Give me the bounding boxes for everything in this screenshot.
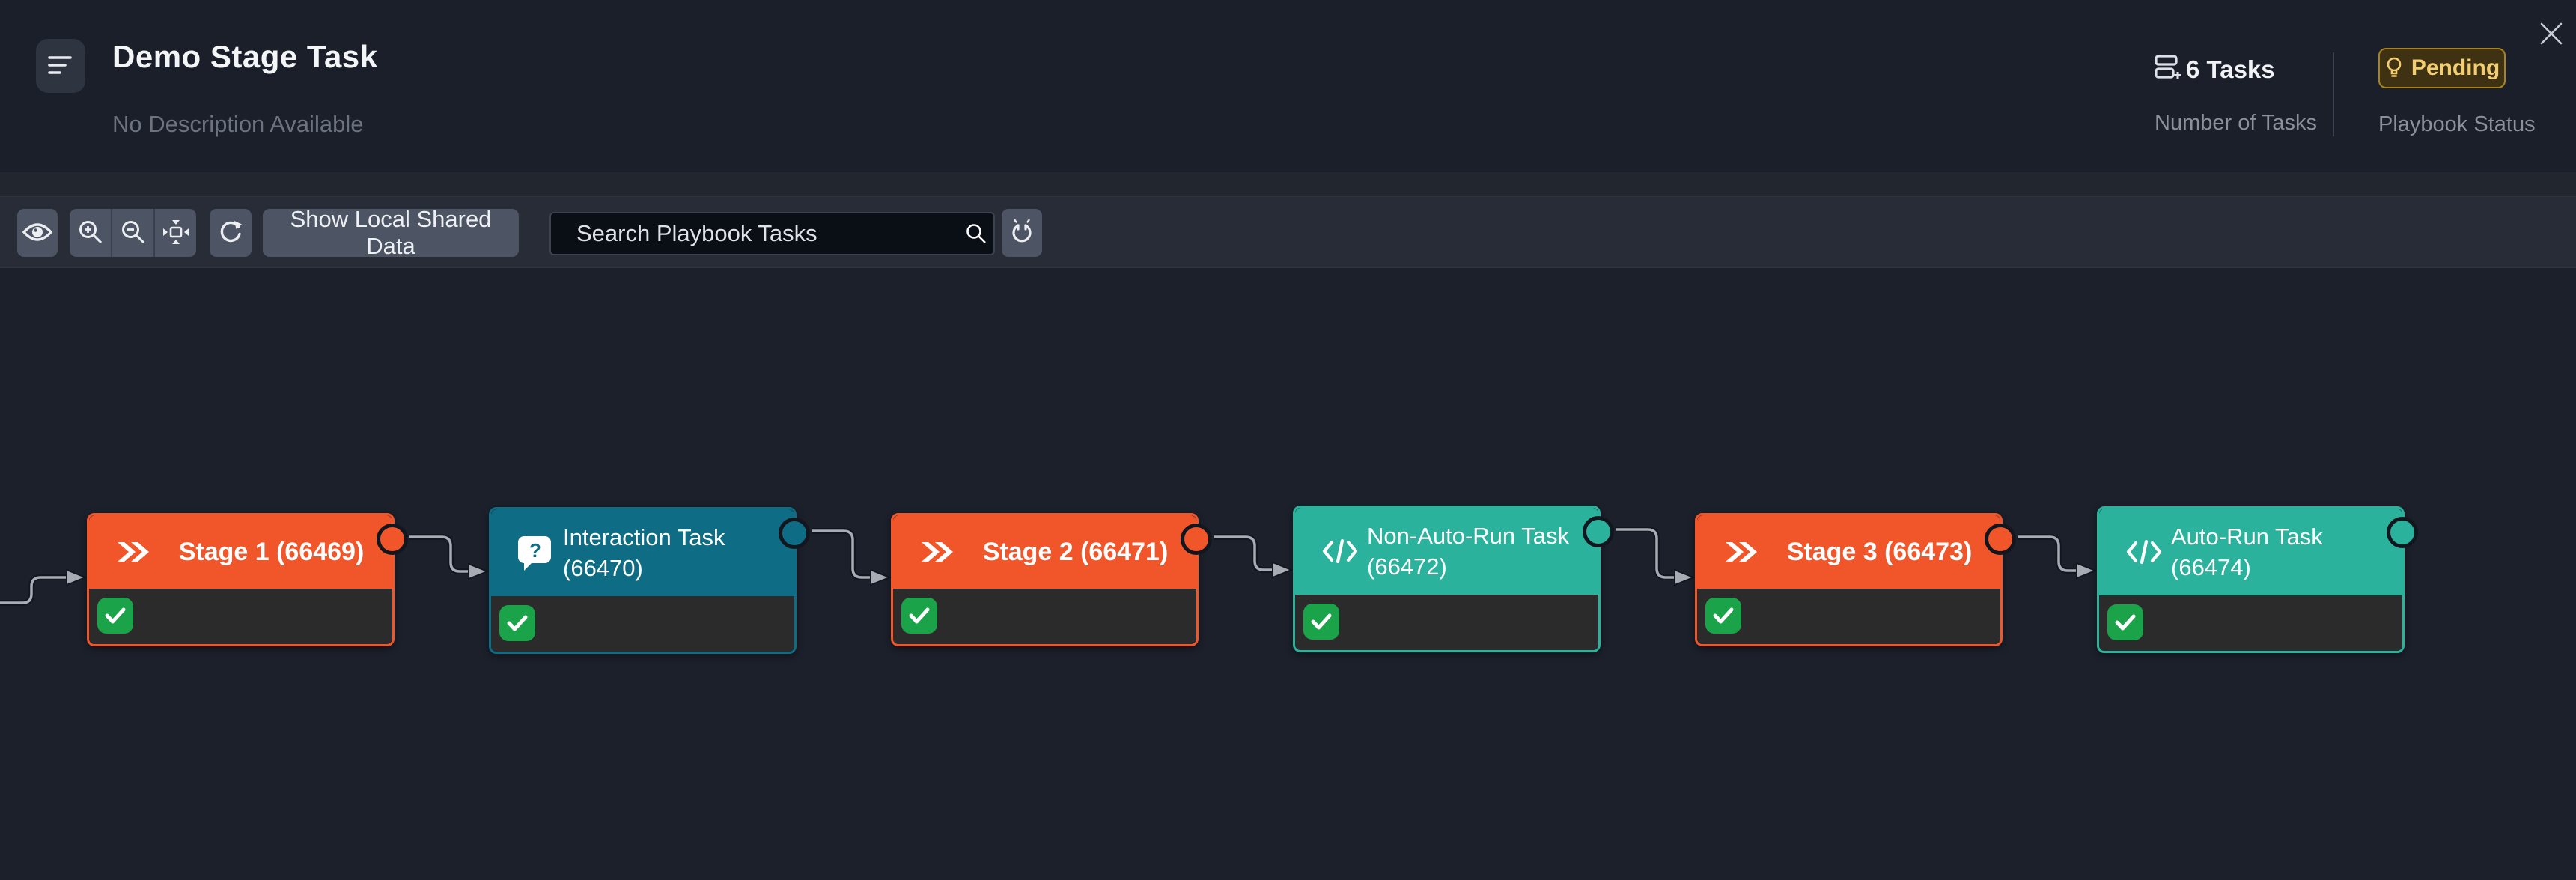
tasks-count: 6 Tasks xyxy=(2186,55,2275,83)
output-connector-dot[interactable] xyxy=(1985,524,2016,555)
show-local-shared-data-button[interactable]: Show Local Shared Data xyxy=(263,206,519,259)
task-node-title: Non-Auto-Run Task (66472) xyxy=(1367,523,1569,580)
header-divider xyxy=(2333,52,2334,136)
search-input[interactable] xyxy=(549,212,995,255)
close-button[interactable] xyxy=(2533,16,2569,52)
output-connector-dot[interactable] xyxy=(1583,516,1614,547)
task-complete-check-icon[interactable] xyxy=(901,598,937,634)
code-icon xyxy=(1321,537,1359,565)
refresh-button[interactable] xyxy=(210,209,252,257)
task-complete-check-icon[interactable] xyxy=(1303,604,1339,640)
toggle-visibility-button[interactable] xyxy=(17,209,58,257)
task-node-header: Stage 3 (66473) xyxy=(1697,515,2000,589)
zoom-button-group xyxy=(70,209,196,257)
refresh-icon xyxy=(217,219,244,248)
task-node-title: Stage 1 (66469) xyxy=(178,537,365,566)
svg-text:?: ? xyxy=(529,539,541,562)
zoom-in-icon xyxy=(77,219,104,248)
zoom-in-button[interactable] xyxy=(70,209,111,257)
tasks-count-label: Number of Tasks xyxy=(2155,111,2318,135)
output-connector-dot[interactable] xyxy=(2387,517,2418,548)
task-node[interactable]: ? Interaction Task (66470) xyxy=(489,507,810,654)
task-node-header: ? Interaction Task (66470) xyxy=(491,509,794,596)
unlink-icon xyxy=(1008,219,1035,248)
unlink-button[interactable] xyxy=(1002,209,1042,257)
eye-icon xyxy=(22,221,53,246)
task-node[interactable]: Stage 1 (66469) xyxy=(87,513,408,646)
task-node[interactable]: Stage 2 (66471) xyxy=(891,513,1212,646)
task-node[interactable]: Stage 3 (66473) xyxy=(1695,513,2016,646)
tasks-stack-icon xyxy=(2155,54,2184,85)
menu-button[interactable] xyxy=(36,39,85,93)
lightbulb-icon xyxy=(2384,56,2404,80)
page-title: Demo Stage Task xyxy=(112,39,378,74)
status-badge: Pending xyxy=(2378,48,2506,88)
task-node-header: Stage 1 (66469) xyxy=(89,515,392,589)
list-icon xyxy=(47,55,74,78)
task-node-body xyxy=(491,596,794,652)
zoom-out-icon xyxy=(120,219,147,248)
double-chevron-icon xyxy=(115,541,150,563)
task-complete-check-icon[interactable] xyxy=(499,605,535,641)
task-node-header: Auto-Run Task (66474) xyxy=(2099,509,2402,595)
status-badge-label: Pending xyxy=(2411,55,2500,80)
question-bubble-icon: ? xyxy=(517,533,554,572)
task-complete-check-icon[interactable] xyxy=(1705,598,1741,634)
output-connector-dot[interactable] xyxy=(377,524,408,555)
task-node-header: Non-Auto-Run Task (66472) xyxy=(1295,508,1598,595)
fit-to-screen-icon xyxy=(162,219,190,248)
code-icon xyxy=(2125,538,2164,566)
task-node[interactable]: Auto-Run Task (66474) xyxy=(2097,506,2418,653)
task-node-title: Interaction Task (66470) xyxy=(563,524,725,581)
task-node[interactable]: Non-Auto-Run Task (66472) xyxy=(1293,506,1614,652)
header-sub-band xyxy=(0,172,2576,196)
output-connector-dot[interactable] xyxy=(779,518,810,549)
task-node-title: Auto-Run Task (66474) xyxy=(2171,524,2323,580)
task-complete-check-icon[interactable] xyxy=(97,598,133,634)
zoom-out-button[interactable] xyxy=(111,209,153,257)
close-icon xyxy=(2538,20,2565,49)
show-local-shared-data-label: Show Local Shared Data xyxy=(290,206,492,259)
page-subtitle: No Description Available xyxy=(112,111,364,137)
task-node-title: Stage 3 (66473) xyxy=(1786,537,1973,566)
task-node-body xyxy=(2099,595,2402,651)
task-node-header: Stage 2 (66471) xyxy=(893,515,1196,589)
playbook-header: Demo Stage Task No Description Available… xyxy=(0,0,2576,172)
output-connector-dot[interactable] xyxy=(1181,524,1212,555)
search-container xyxy=(549,212,995,255)
canvas-toolbar: Show Local Shared Data xyxy=(0,196,2576,268)
task-node-title: Stage 2 (66471) xyxy=(982,537,1169,566)
task-node-body xyxy=(1697,589,2000,644)
double-chevron-icon xyxy=(919,541,954,563)
fit-to-screen-button[interactable] xyxy=(153,209,196,257)
double-chevron-icon xyxy=(1723,541,1759,563)
task-node-body xyxy=(893,589,1196,644)
task-complete-check-icon[interactable] xyxy=(2107,604,2143,640)
task-node-body xyxy=(1295,595,1598,650)
status-label: Playbook Status xyxy=(2378,112,2536,136)
task-node-body xyxy=(89,589,392,644)
